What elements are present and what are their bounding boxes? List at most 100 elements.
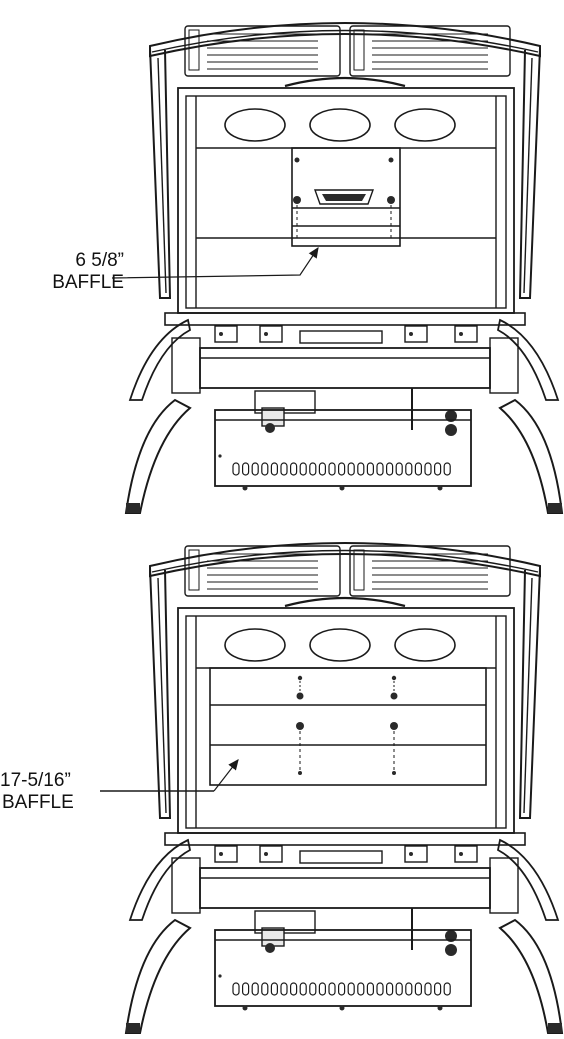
latch-block [214,325,238,343]
latch-block [454,325,478,343]
vent-slot [309,982,317,996]
baffle-label-bottom: BAFFLE [2,792,74,813]
baffle-plate-small [291,147,401,247]
vent-slot [338,462,346,476]
latch-bolt [409,852,413,856]
vent-slot [318,982,326,996]
right-foot [548,1023,562,1033]
top-plate [299,330,383,344]
vent-slot [366,462,374,476]
left-leg [124,918,192,1034]
ash-bar [199,347,491,389]
callout-top: 6 5/8” BAFFLE [4,250,124,294]
left-foot [126,1023,140,1033]
grille-frame [184,25,341,77]
grille-latch [353,549,365,591]
vent-slot [232,462,240,476]
left-bracket [171,337,201,394]
vent-slot [280,462,288,476]
right-column [518,567,541,819]
vent-slot [338,982,346,996]
grille-frame [184,545,341,597]
air-tube-oval [309,628,371,662]
vent-screw [242,1005,248,1011]
vent-slot [376,982,384,996]
vent-slot [261,982,269,996]
vent-slot [357,982,365,996]
vent-slot [405,982,413,996]
right-column [518,47,541,299]
fan-arc [284,596,406,608]
adjust-knob [445,930,457,942]
baffle-measurement-bottom: 17-5/16” [0,770,71,791]
vent-slot [261,462,269,476]
air-tube-oval [394,628,456,662]
vent-screw [339,1005,345,1011]
firebox-frame [177,607,515,834]
air-tube-oval [224,108,286,142]
screw-head [296,692,304,700]
left-foot [126,503,140,513]
latch-bolt [459,852,463,856]
latch-block [404,325,428,343]
right-door-handle [496,318,560,401]
left-door-handle [128,318,192,401]
left-bracket [171,857,201,914]
control-box [254,910,316,934]
vent-slot [414,982,422,996]
vent-slot [242,462,250,476]
vent-screw [437,485,443,491]
vent-screw [339,485,345,491]
vent-slot [251,982,259,996]
right-bracket [489,337,519,394]
screw-head [390,692,398,700]
left-column-edge [157,57,167,294]
vent-slot [395,462,403,476]
adjust-knob [445,410,457,422]
left-column [149,567,172,819]
vent-slot [434,982,442,996]
vent-slot [386,462,394,476]
latch-block [259,325,283,343]
screw-head [293,196,301,204]
vent-slot [405,462,413,476]
vent-screw [242,485,248,491]
vent-slot [376,462,384,476]
left-leg [124,398,192,514]
screw-head [296,722,304,730]
right-leg [498,398,564,514]
right-foot [548,503,562,513]
baffle-label-top: BAFFLE [52,272,124,293]
ash-bar [199,867,491,909]
vent-dot [218,974,222,978]
hearth-lip [164,312,526,326]
screw-head [392,771,396,775]
hearth-lip [164,832,526,846]
latch-block [454,845,478,863]
latch-bolt [219,332,223,336]
vent-slot [424,462,432,476]
vent-slot [309,462,317,476]
grille-latch [188,549,200,591]
vent-slot [443,462,451,476]
vent-slot [299,462,307,476]
screw-head [294,157,300,163]
control-knob [265,943,275,953]
latch-bolt [409,332,413,336]
air-tube-oval [309,108,371,142]
callout-bottom: 17-5/16” BAFFLE [0,770,100,814]
vent-dot [218,454,222,458]
air-tube-oval [394,108,456,142]
left-column-edge [157,577,167,814]
grille-frame [349,25,511,77]
latch-block [259,845,283,863]
vent-slot [443,982,451,996]
right-leg [498,918,564,1034]
left-column [149,47,172,299]
top-arch-inner [151,549,539,573]
grille-latch [188,29,200,71]
baffle-handle [314,189,374,205]
screw-head [390,722,398,730]
